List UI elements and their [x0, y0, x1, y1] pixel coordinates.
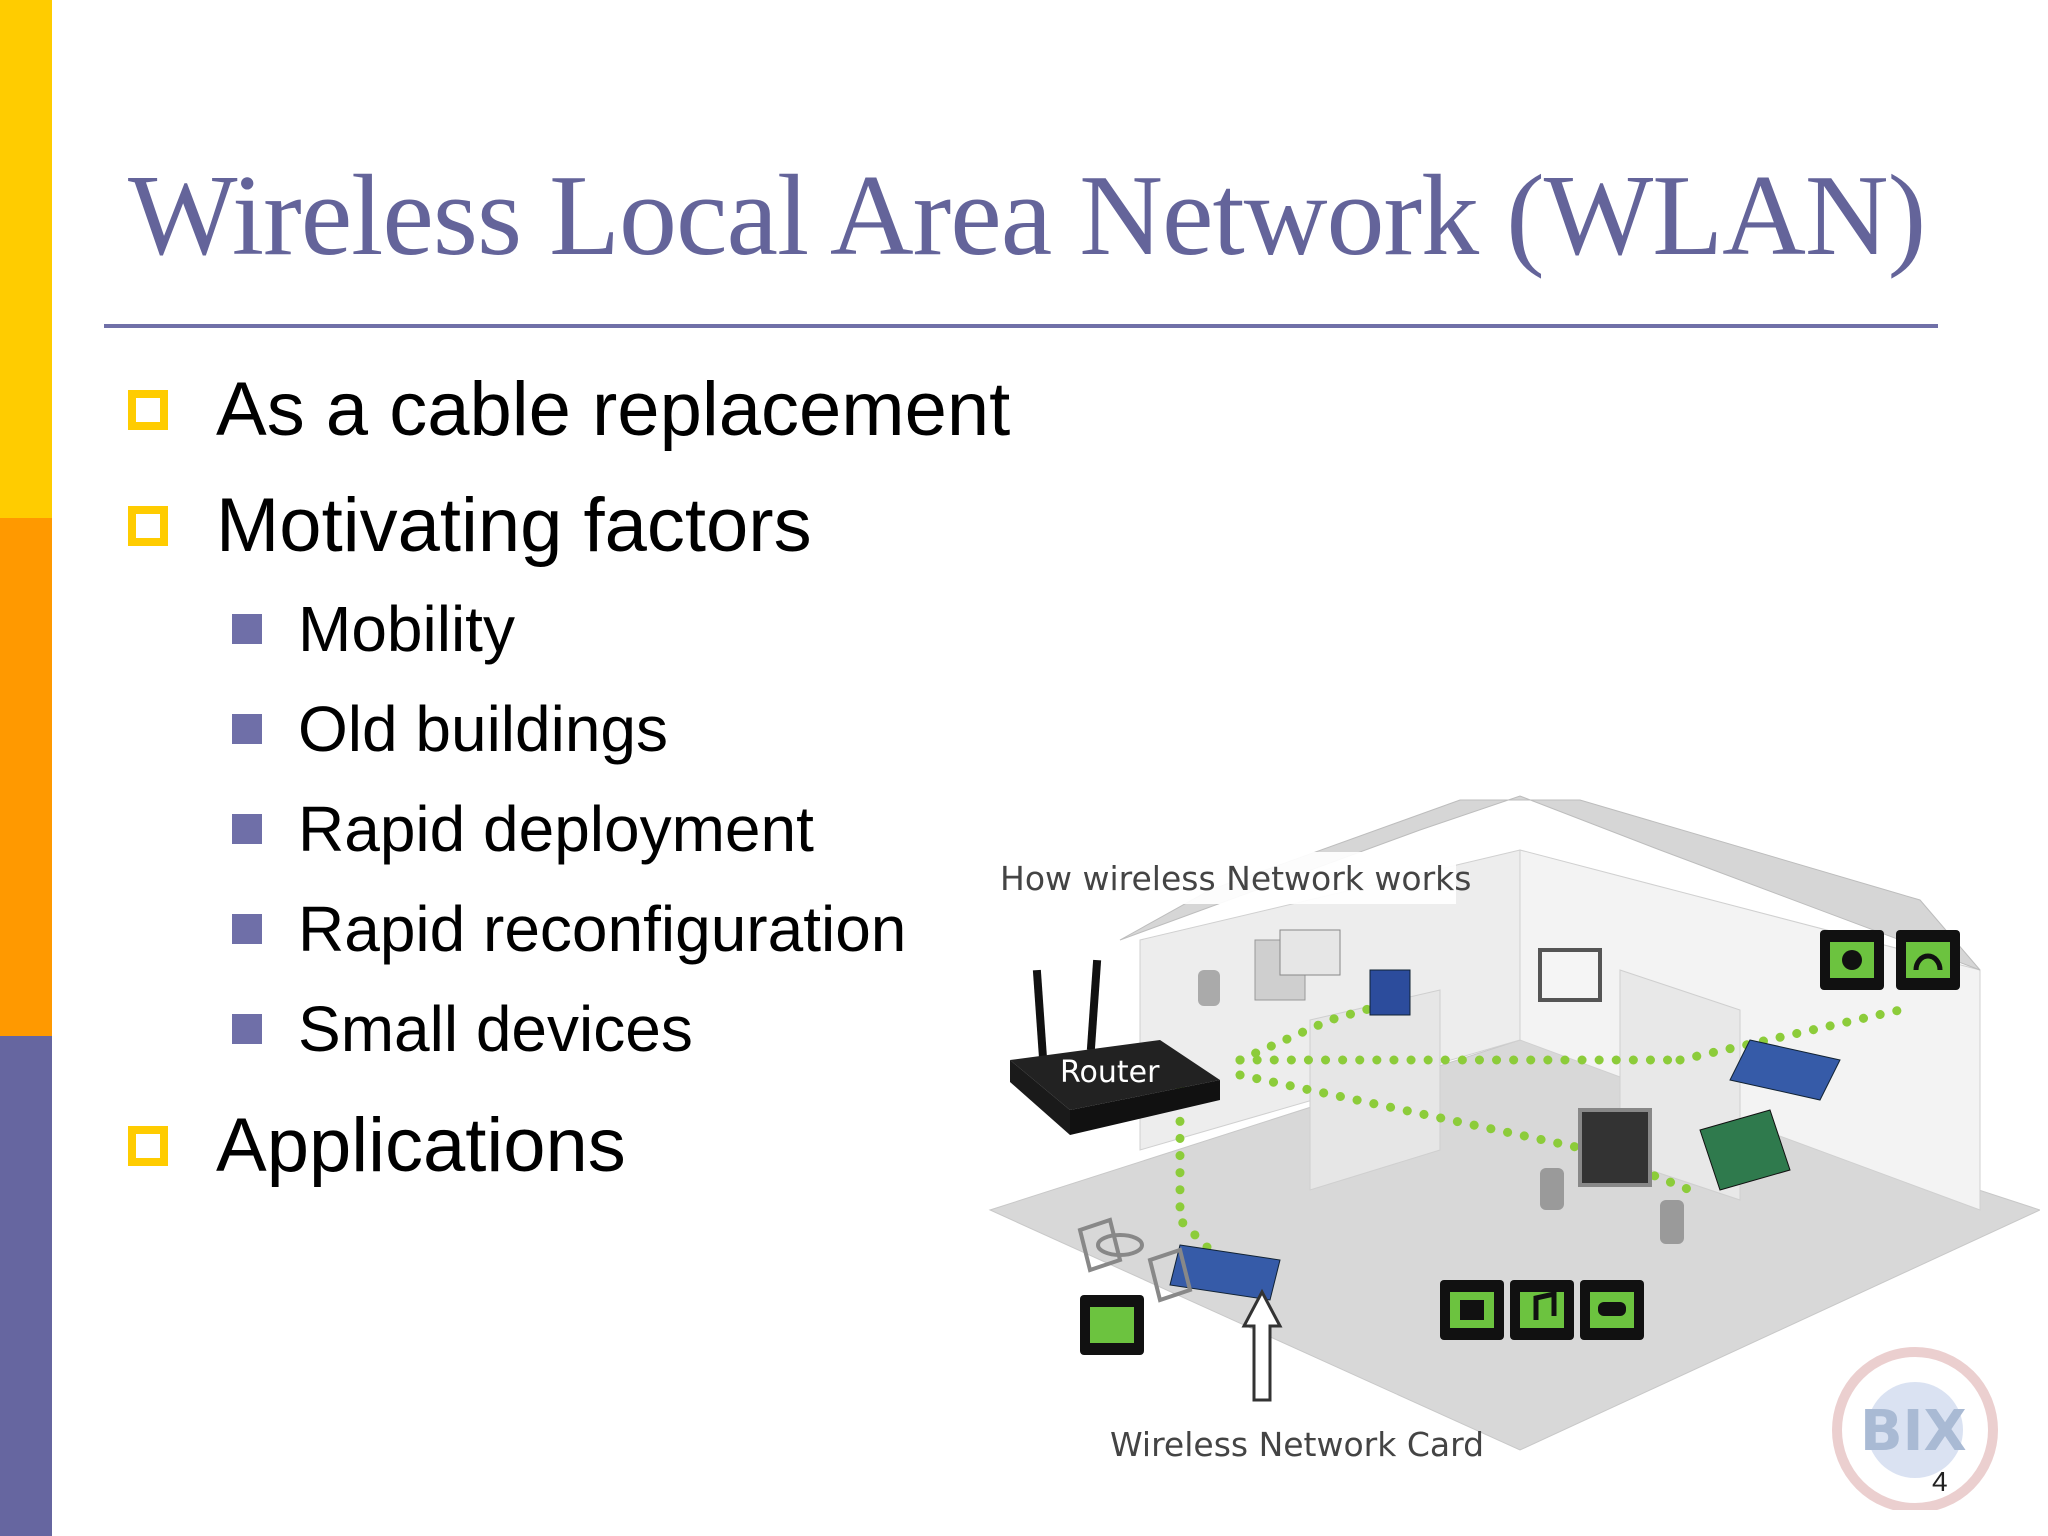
gamepad-icon	[1580, 1280, 1644, 1340]
bullet-applications: Applications	[128, 1102, 626, 1189]
page-number: 4	[1932, 1466, 1948, 1497]
up-arrow-icon	[1241, 1288, 1283, 1402]
sub-bullet-mobility: Mobility	[232, 592, 515, 666]
wireless-card-label: Wireless Network Card	[1110, 1425, 1484, 1464]
pci-card-icon	[1699, 1109, 1791, 1191]
bullet-square-icon	[128, 505, 168, 546]
data-icon	[1080, 1295, 1144, 1355]
wireless-network-illustration: Router	[988, 795, 2040, 1510]
bullet-label: Motivating factors	[216, 483, 812, 568]
title-divider	[104, 324, 1938, 328]
bullet-label: As a cable replacement	[216, 367, 1011, 452]
flat-screen-icon	[1578, 1108, 1652, 1187]
sub-bullet-old-buildings: Old buildings	[232, 692, 668, 766]
sub-bullet-label: Small devices	[298, 993, 693, 1065]
sub-bullet-square-icon	[232, 814, 262, 844]
accent-bar-orange	[0, 518, 52, 1036]
sub-bullet-label: Old buildings	[298, 693, 668, 765]
tv-icon	[1538, 948, 1602, 1002]
bix-computers-logo: BIX	[1832, 1347, 1998, 1510]
sub-bullet-square-icon	[232, 1014, 262, 1044]
sub-bullet-label: Rapid reconfiguration	[298, 893, 907, 965]
slide-title: Wireless Local Area Network (WLAN)	[128, 152, 1926, 280]
router-label: Router	[1060, 1055, 1160, 1090]
sub-bullet-rapid-reconfiguration: Rapid reconfiguration	[232, 892, 906, 966]
bullet-square-icon	[128, 1125, 168, 1166]
music-icon	[1510, 1280, 1574, 1340]
sub-bullet-square-icon	[232, 614, 262, 644]
speaker-icon	[1540, 1168, 1564, 1210]
sub-bullet-square-icon	[232, 914, 262, 944]
access-point-icon	[1369, 969, 1411, 1016]
speaker-icon	[1198, 970, 1220, 1006]
headphones-icon	[1896, 930, 1960, 990]
router-device: Router	[1010, 959, 1220, 1135]
hd-icon	[1440, 1280, 1504, 1340]
accent-bar-purple	[0, 1036, 52, 1536]
accent-bar-yellow	[0, 0, 52, 518]
bullet-cable-replacement: As a cable replacement	[128, 366, 1010, 453]
camera-icon	[1820, 930, 1884, 990]
sub-bullet-label: Mobility	[298, 593, 515, 665]
svg-text:BIX: BIX	[1860, 1399, 1967, 1464]
illustration-caption: How wireless Network works	[1000, 859, 1471, 898]
patio-furniture-icon	[1077, 1217, 1193, 1303]
caption-box	[988, 852, 1456, 904]
bullet-label: Applications	[216, 1103, 626, 1188]
sub-bullet-square-icon	[232, 714, 262, 744]
laptop-card-icon	[1729, 1039, 1841, 1101]
speaker-icon	[1660, 1200, 1684, 1244]
wireless-card-icon	[1169, 1244, 1281, 1301]
bullet-motivating-factors: Motivating factors	[128, 482, 812, 569]
sub-bullet-small-devices: Small devices	[232, 992, 693, 1066]
bullet-square-icon	[128, 389, 168, 430]
sub-bullet-label: Rapid deployment	[298, 793, 814, 865]
sub-bullet-rapid-deployment: Rapid deployment	[232, 792, 814, 866]
